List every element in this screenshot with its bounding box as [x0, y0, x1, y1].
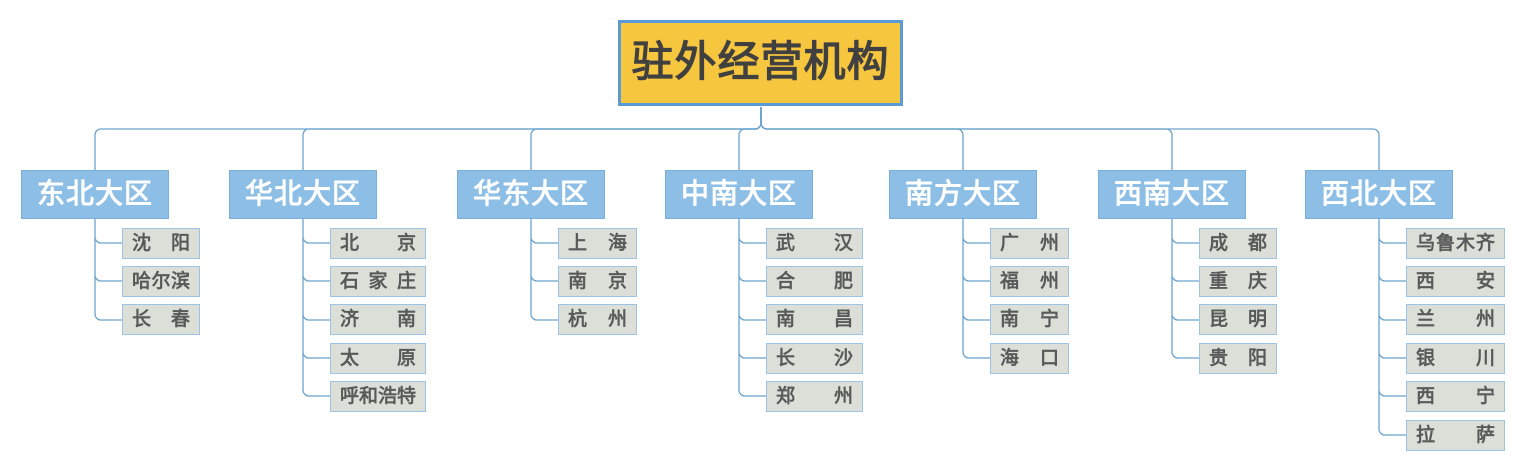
city-node-taiyuan[interactable]: 太原: [330, 343, 426, 374]
city-node-changchun[interactable]: 长春: [122, 304, 200, 335]
city-node-nanjing[interactable]: 南京: [558, 266, 637, 297]
city-node-changsha[interactable]: 长沙: [766, 343, 863, 374]
city-node-jinan[interactable]: 济南: [330, 304, 426, 335]
edges-huabei-cities: [302, 219, 330, 397]
city-node-haikou[interactable]: 海口: [990, 343, 1069, 374]
city-node-shanghai[interactable]: 上海: [558, 228, 637, 259]
city-node-nanchang[interactable]: 南昌: [766, 304, 863, 335]
edge-root-xibei: [760, 107, 1380, 170]
city-node-guangzhou[interactable]: 广州: [990, 228, 1069, 259]
city-node-shijiazhuang[interactable]: 石家庄: [330, 266, 426, 297]
edges-dongbei-cities: [94, 219, 122, 321]
city-node-shenyang[interactable]: 沈阳: [122, 228, 200, 259]
edge-root-zhongnan: [738, 107, 762, 170]
city-node-xian[interactable]: 西安: [1406, 266, 1505, 297]
city-node-lasa[interactable]: 拉萨: [1406, 420, 1505, 451]
edges-xibei-cities: [1378, 219, 1406, 436]
region-node-huabei[interactable]: 华北大区: [229, 170, 377, 219]
edges-huadong-cities: [530, 219, 558, 321]
city-node-wulumuqi[interactable]: 乌鲁木齐: [1406, 228, 1505, 259]
edges-zhongnan-cities: [738, 219, 766, 397]
city-node-beijing[interactable]: 北京: [330, 228, 426, 259]
city-node-fuzhou[interactable]: 福州: [990, 266, 1069, 297]
city-node-guiyang[interactable]: 贵阳: [1199, 343, 1277, 374]
city-node-huhehaote[interactable]: 呼和浩特: [330, 381, 426, 412]
root-node[interactable]: 驻外经营机构: [618, 20, 903, 106]
edge-root-huabei: [302, 107, 762, 170]
city-node-hefei[interactable]: 合肥: [766, 266, 863, 297]
edge-root-xinan: [760, 107, 1173, 170]
city-node-xining[interactable]: 西宁: [1406, 381, 1505, 412]
city-node-zhengzhou[interactable]: 郑州: [766, 381, 863, 412]
region-node-xibei[interactable]: 西北大区: [1305, 170, 1453, 219]
city-node-nanning[interactable]: 南宁: [990, 304, 1069, 335]
region-node-xinan[interactable]: 西南大区: [1098, 170, 1246, 219]
city-node-chongqing[interactable]: 重庆: [1199, 266, 1277, 297]
region-node-nanfang[interactable]: 南方大区: [889, 170, 1037, 219]
edge-root-nanfang: [760, 107, 964, 170]
city-node-haerbin[interactable]: 哈尔滨: [122, 266, 200, 297]
region-node-dongbei[interactable]: 东北大区: [21, 170, 169, 219]
edges-nanfang-cities: [962, 219, 990, 359]
city-node-lanzhou[interactable]: 兰州: [1406, 304, 1505, 335]
region-node-zhongnan[interactable]: 中南大区: [665, 170, 813, 219]
city-node-chengdu[interactable]: 成都: [1199, 228, 1277, 259]
city-node-kunming[interactable]: 昆明: [1199, 304, 1277, 335]
city-node-wuhan[interactable]: 武汉: [766, 228, 863, 259]
city-node-yinchuan[interactable]: 银川: [1406, 343, 1505, 374]
edge-root-huadong: [530, 107, 762, 170]
edge-root-dongbei: [94, 107, 762, 170]
city-node-hangzhou[interactable]: 杭州: [558, 304, 637, 335]
edges-xinan-cities: [1171, 219, 1199, 359]
region-node-huadong[interactable]: 华东大区: [457, 170, 605, 219]
